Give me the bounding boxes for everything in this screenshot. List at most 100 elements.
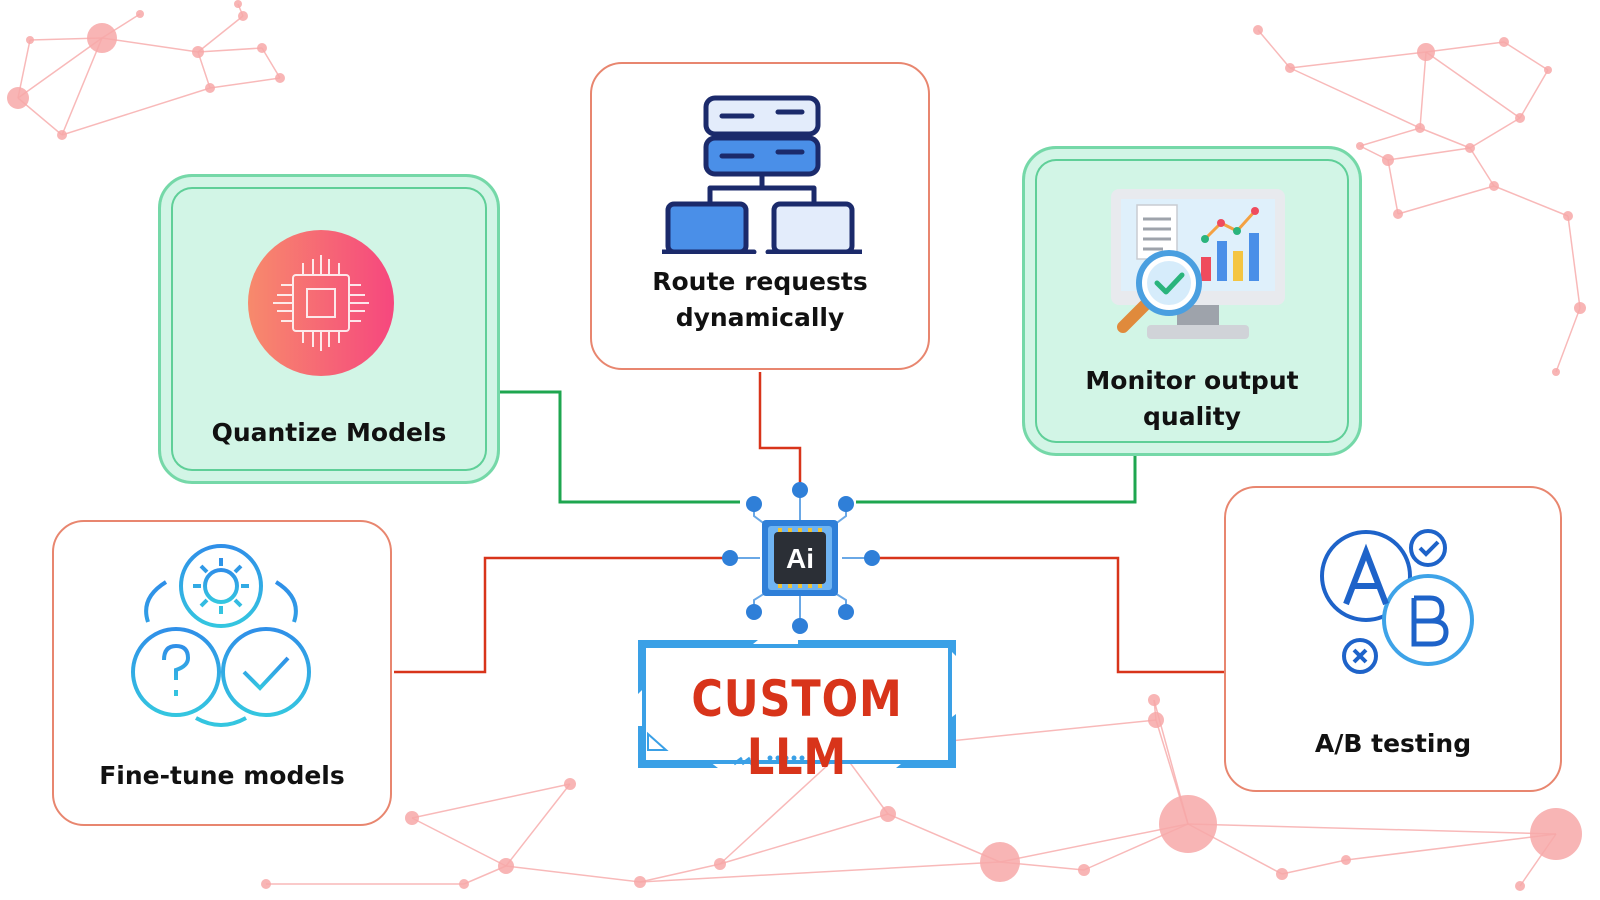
network-node <box>405 811 419 825</box>
network-node <box>238 11 248 21</box>
network-node <box>1465 143 1475 153</box>
network-edge <box>261 47 281 79</box>
network-edge <box>1387 147 1471 161</box>
custom-llm-title: CUSTOM LLM <box>691 670 903 786</box>
ab-test-icon <box>1320 529 1474 674</box>
network-node <box>275 73 285 83</box>
network-edge <box>1359 127 1421 147</box>
connector-abtest <box>872 556 1224 674</box>
network-edge <box>197 51 211 89</box>
connector-monitor <box>856 455 1137 504</box>
network-edge <box>999 823 1189 863</box>
monitor-output-label-line1: Monitor output <box>1085 366 1299 395</box>
network-edge <box>17 37 103 99</box>
network-node <box>1393 209 1403 219</box>
route-requests-label-line2: dynamically <box>675 303 845 332</box>
network-node <box>1563 211 1573 221</box>
network-edge <box>1289 51 1427 69</box>
network-edge <box>887 813 1001 863</box>
network-edge <box>101 37 199 53</box>
network-node <box>1078 864 1090 876</box>
banner-frame <box>638 640 956 768</box>
network-edge <box>61 87 211 136</box>
network-edge <box>1503 41 1549 71</box>
connector-finetune <box>394 556 728 674</box>
network-edge <box>639 863 721 883</box>
ai-chip-icon: Ai <box>722 482 880 634</box>
network-edge <box>197 15 244 53</box>
network-node <box>1253 25 1263 35</box>
custom-llm-banner: CUSTOM LLM <box>638 640 956 786</box>
network-node <box>87 23 117 53</box>
network-edge <box>197 47 263 53</box>
network-node <box>564 778 576 790</box>
network-edge <box>61 37 103 136</box>
network-edge <box>505 865 641 883</box>
network-node <box>1552 368 1560 376</box>
network-edge <box>1469 117 1521 149</box>
server-network-icon <box>662 95 862 254</box>
network-node <box>498 858 514 874</box>
network-node <box>257 43 267 53</box>
network-edge <box>1425 41 1505 53</box>
connector-route <box>758 372 802 490</box>
network-node <box>1148 712 1164 728</box>
network-edge <box>209 77 281 89</box>
ai-chip-label: Ai <box>786 543 814 574</box>
node-fine-tune-models: Fine-tune models <box>52 520 392 826</box>
network-node <box>1356 142 1364 150</box>
monitor-analytics-icon <box>1111 189 1285 339</box>
chip-icon <box>248 230 394 376</box>
network-edge <box>1289 67 1421 129</box>
network-node <box>634 876 646 888</box>
node-quantize-models: Quantize Models <box>158 174 500 484</box>
network-edge <box>719 813 889 865</box>
network-node <box>1276 868 1288 880</box>
network-node <box>192 46 204 58</box>
network-node <box>880 806 896 822</box>
network-edge <box>1425 51 1521 119</box>
network-edge <box>1555 307 1581 373</box>
network-node <box>1574 302 1586 314</box>
network-node <box>1499 37 1509 47</box>
network-edge <box>1419 51 1427 129</box>
network-edge <box>1345 833 1557 861</box>
network-node <box>1417 43 1435 61</box>
network-edge <box>1493 185 1569 217</box>
network-node <box>1515 881 1525 891</box>
network-edge <box>411 783 571 819</box>
network-node <box>714 858 726 870</box>
network-node <box>205 83 215 93</box>
network-node <box>1148 694 1160 706</box>
connector-quantize <box>498 390 740 504</box>
route-requests-label-line1: Route requests <box>652 267 868 296</box>
network-node <box>1382 154 1394 166</box>
network-node <box>1285 63 1295 73</box>
network-edge <box>1519 69 1549 119</box>
node-ab-testing: A/B testing <box>1224 486 1562 792</box>
fine-tune-models-label: Fine-tune models <box>99 761 345 790</box>
network-edge <box>1281 859 1347 875</box>
network-node <box>980 842 1020 882</box>
network-node <box>136 10 144 18</box>
node-monitor-output-quality: Monitor output quality <box>1022 146 1362 456</box>
network-edge <box>1419 127 1471 149</box>
network-node <box>1341 855 1351 865</box>
network-edge <box>1387 159 1399 215</box>
network-edge <box>1397 185 1495 215</box>
network-edge <box>1567 215 1581 309</box>
network-edge <box>719 751 843 865</box>
network-node <box>459 879 469 889</box>
network-edge <box>505 783 571 867</box>
network-node <box>1544 66 1552 74</box>
quantize-models-label: Quantize Models <box>211 418 447 447</box>
network-node <box>234 0 242 8</box>
network-node <box>26 36 34 44</box>
network-node <box>1159 795 1217 853</box>
network-node <box>1489 181 1499 191</box>
network-node <box>1515 113 1525 123</box>
network-node <box>1415 123 1425 133</box>
network-edge <box>411 817 507 867</box>
network-edge <box>639 861 1001 883</box>
